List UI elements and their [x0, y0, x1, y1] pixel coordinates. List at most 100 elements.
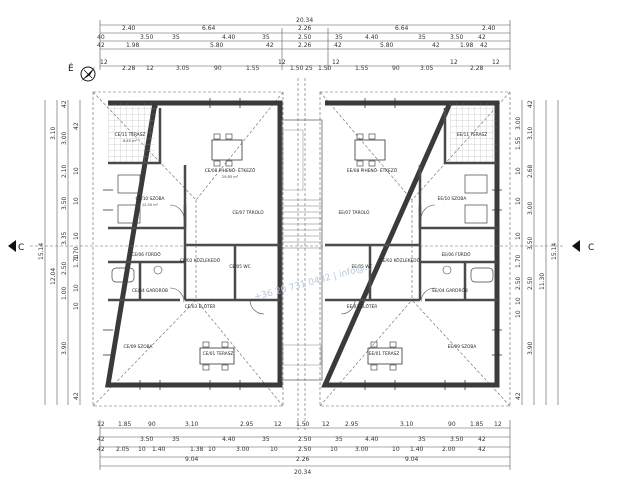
svg-text:10: 10	[515, 297, 522, 305]
svg-text:10: 10	[73, 232, 80, 240]
svg-text:42: 42	[73, 392, 80, 400]
bottom-dim: 1.40	[410, 446, 424, 453]
svg-text:42: 42	[527, 100, 534, 108]
svg-text:11.30: 11.30	[539, 273, 546, 290]
bottom-dim: 2.05	[116, 446, 130, 453]
svg-text:2.50: 2.50	[515, 276, 522, 290]
svg-text:10: 10	[73, 284, 80, 292]
svg-text:3.10: 3.10	[50, 126, 57, 140]
bottom-dim: 3.50	[140, 436, 154, 443]
bottom-dim: 1.40	[152, 446, 166, 453]
bottom-dim: 2.26	[296, 456, 310, 463]
top-dim: 1.98	[126, 42, 140, 49]
bottom-dim: 4.40	[365, 436, 379, 443]
room-label: CE/06 FÜRDŐ	[131, 251, 161, 258]
room-label: CE/04 GARDRÓB	[132, 287, 168, 294]
right-dimension-chain: 15.14 11.30 42 3.10 1.55 2.68 3.00 3.00 …	[515, 100, 559, 405]
top-dim: 4.40	[222, 34, 236, 41]
bottom-dim: 90	[448, 421, 456, 428]
bottom-dim: 35	[418, 436, 426, 443]
svg-text:1.70: 1.70	[73, 254, 80, 268]
top-dim: 1.55	[355, 65, 369, 72]
svg-text:12.04: 12.04	[50, 268, 57, 285]
top-dim: 2.40	[482, 25, 496, 32]
room-area: 6.45 m²	[123, 139, 138, 143]
top-dim: 42	[266, 42, 274, 49]
top-dim: 42	[478, 34, 486, 41]
bottom-dim: 42	[97, 436, 105, 443]
svg-text:10: 10	[73, 197, 80, 205]
bottom-dim: 2.50	[298, 446, 312, 453]
bottom-dim: 3.00	[355, 446, 369, 453]
section-mark-left: C	[8, 240, 24, 253]
svg-text:10: 10	[515, 167, 522, 175]
bottom-dim: 12	[274, 421, 282, 428]
svg-text:C: C	[588, 243, 594, 253]
top-dim: 3.05	[176, 65, 190, 72]
svg-text:15.14: 15.14	[551, 243, 558, 260]
bottom-dim: 3.50	[450, 436, 464, 443]
top-dim: 1.50	[290, 65, 304, 72]
bottom-dim: 1.38	[190, 446, 204, 453]
room-label: CE/01 TERASZ	[203, 351, 234, 357]
svg-text:10: 10	[515, 232, 522, 240]
top-dim: 3.05	[420, 65, 434, 72]
bottom-dim: 9.04	[405, 456, 419, 463]
room-label: EE/01 TERASZ	[369, 351, 400, 357]
bottom-dim: 9.04	[185, 456, 199, 463]
top-dim: 1.50	[318, 65, 332, 72]
svg-text:3.10: 3.10	[527, 126, 534, 140]
top-dim: 12	[450, 59, 458, 66]
room-label: EE/09 SZOBA	[448, 344, 477, 350]
top-dim: 42	[480, 42, 488, 49]
svg-text:3.50: 3.50	[61, 196, 68, 210]
bottom-dim: 1.50	[296, 421, 310, 428]
bottom-dim: 35	[172, 436, 180, 443]
bottom-dim: 90	[148, 421, 156, 428]
room-area: 12.00 m²	[142, 203, 159, 207]
top-dim: 40	[97, 34, 105, 41]
top-dim: 2.50	[298, 34, 312, 41]
room-label: EE/02 KÖZLEKEDŐ	[380, 257, 421, 264]
top-dim: 42	[334, 42, 342, 49]
bottom-dim: 12	[322, 421, 330, 428]
room-label: EE/11 TERASZ	[457, 132, 488, 138]
svg-text:3.90: 3.90	[527, 341, 534, 355]
top-dim: 35	[335, 34, 343, 41]
top-dim: 12	[332, 59, 340, 66]
bottom-dim: 42	[478, 446, 486, 453]
bottom-dim: 10	[138, 446, 146, 453]
room-label: CE/10 SZOBA	[136, 196, 165, 202]
bottom-dim: 10	[392, 446, 400, 453]
room-label: CE/07 TÁROLÓ	[232, 209, 264, 216]
top-dim: 42	[97, 42, 105, 49]
watermark: +36 20 731 0432 | info@...	[253, 262, 374, 303]
top-dim: 35	[172, 34, 180, 41]
bottom-dim: 4.40	[222, 436, 236, 443]
room-label: CE/11 TERASZ	[115, 132, 146, 138]
roof-outline	[92, 78, 511, 430]
north-label: É	[68, 62, 74, 74]
section-mark-right: C	[572, 240, 594, 253]
svg-text:42: 42	[61, 100, 68, 108]
central-passage	[281, 119, 323, 381]
bottom-dim: 42	[97, 446, 105, 453]
svg-text:42: 42	[515, 392, 522, 400]
top-dim: 2.40	[122, 25, 136, 32]
bottom-total-dim: 20.34	[294, 469, 311, 476]
svg-text:10: 10	[515, 310, 522, 318]
room-label: CE/08 PIHENŐ- ÉTKEZŐ	[205, 166, 256, 174]
left-dimension-chain: 15.14 12.04 3.10 42 3.00 2.10 3.50 3.35 …	[38, 100, 81, 405]
top-dim: 2.26	[298, 42, 312, 49]
top-dimension-chain: 20.34 6.64 2.26 6.64 2.40 2.40 40 3.50 3…	[97, 17, 511, 72]
top-dim: 12	[100, 59, 108, 66]
top-total-dim: 20.34	[296, 17, 313, 24]
svg-text:C: C	[18, 243, 24, 253]
bottom-dim: 10	[330, 446, 338, 453]
top-dim: 90	[392, 65, 400, 72]
svg-text:3.90: 3.90	[61, 341, 68, 355]
bottom-dim: 1.85	[118, 421, 132, 428]
svg-text:15.14: 15.14	[38, 243, 45, 260]
svg-text:42: 42	[73, 122, 80, 130]
